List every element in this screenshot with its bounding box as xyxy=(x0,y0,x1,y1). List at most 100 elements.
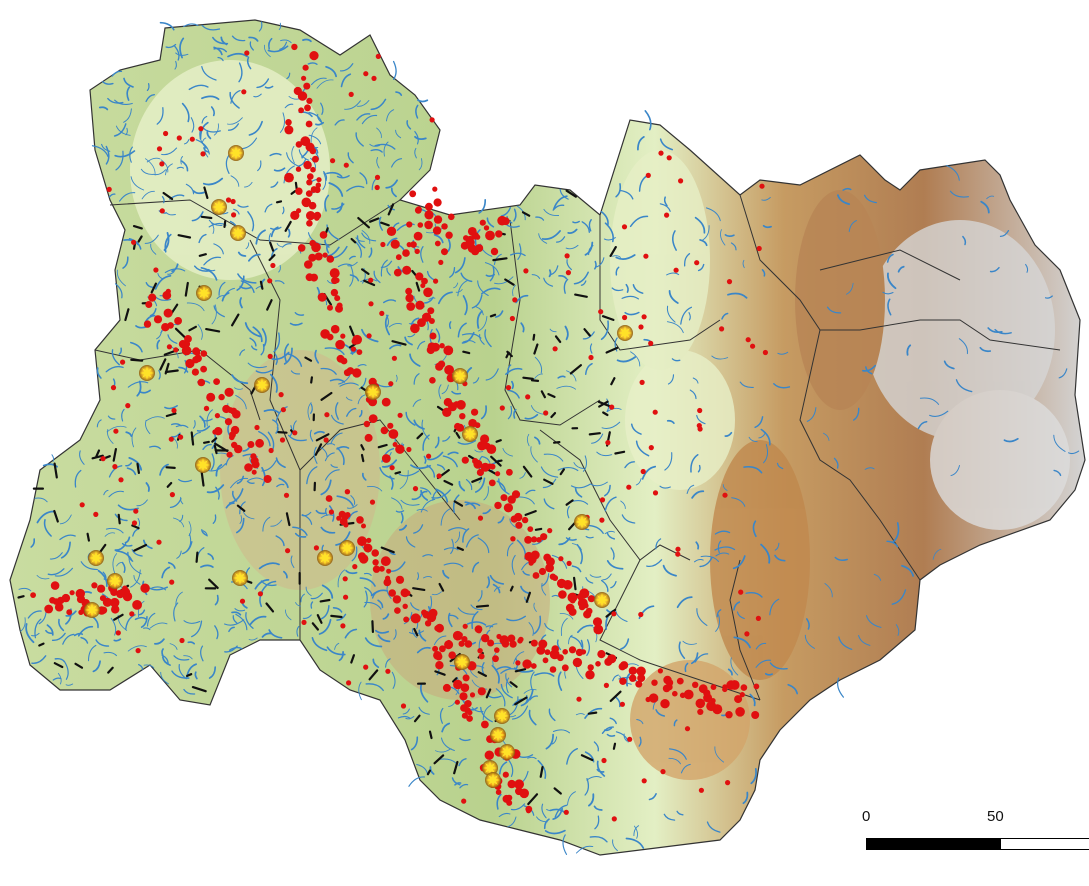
river-segment xyxy=(284,103,294,109)
star-marker xyxy=(211,199,227,215)
river-segment xyxy=(603,237,616,241)
river-segment xyxy=(236,275,245,291)
red-point xyxy=(330,288,339,297)
river-segment xyxy=(520,689,534,707)
river-segment xyxy=(739,381,754,389)
river-segment xyxy=(313,430,325,435)
river-segment xyxy=(246,480,255,484)
river-segment xyxy=(95,639,110,647)
river-segment xyxy=(363,590,368,608)
river-segment xyxy=(717,540,722,554)
red-point xyxy=(417,222,424,228)
river-segment xyxy=(308,134,322,145)
black-stream-segment xyxy=(509,585,514,592)
red-point xyxy=(599,517,605,523)
river-segment xyxy=(167,561,176,569)
river-segment xyxy=(507,816,517,828)
river-segment xyxy=(225,502,235,509)
river-segment xyxy=(197,323,203,340)
black-stream-segment xyxy=(53,462,58,479)
river-segment xyxy=(310,403,313,414)
red-point xyxy=(622,314,628,321)
black-stream-segment xyxy=(245,579,253,584)
river-segment xyxy=(121,542,133,547)
red-point xyxy=(446,639,452,646)
river-segment xyxy=(958,338,968,355)
red-point xyxy=(181,345,192,356)
river-segment xyxy=(534,436,541,445)
river-segment xyxy=(692,377,699,384)
river-segment xyxy=(283,165,295,184)
red-point xyxy=(324,412,330,418)
river-segment xyxy=(461,331,475,344)
black-stream-segment xyxy=(213,444,218,455)
red-point xyxy=(66,609,73,616)
red-point xyxy=(323,437,329,443)
river-segment xyxy=(161,196,165,204)
black-stream-segment xyxy=(477,671,487,678)
river-segment xyxy=(571,565,582,573)
red-point xyxy=(280,407,286,413)
river-segment xyxy=(614,609,628,622)
red-point xyxy=(490,247,499,256)
red-point xyxy=(226,451,233,458)
river-segment xyxy=(285,609,292,621)
river-segment xyxy=(161,654,169,664)
red-point xyxy=(120,359,126,365)
red-point xyxy=(391,355,397,361)
river-segment xyxy=(252,326,263,343)
star-marker xyxy=(228,145,244,161)
river-segment xyxy=(271,351,290,361)
red-point xyxy=(697,708,704,716)
red-point xyxy=(484,750,494,760)
red-point xyxy=(357,536,367,547)
river-segment xyxy=(126,86,131,101)
red-point xyxy=(369,499,376,505)
river-segment xyxy=(706,821,721,833)
red-point xyxy=(296,208,302,214)
red-point xyxy=(69,590,75,596)
river-segment xyxy=(386,585,392,599)
red-point xyxy=(443,345,454,356)
river-segment xyxy=(140,615,148,628)
star-marker xyxy=(452,368,468,384)
river-segment xyxy=(245,612,254,629)
red-point xyxy=(483,225,490,231)
river-segment xyxy=(475,306,484,316)
red-point xyxy=(307,173,314,180)
river-segment xyxy=(442,455,458,468)
river-segment xyxy=(154,638,165,645)
river-segment xyxy=(46,624,54,636)
black-stream-segment xyxy=(285,512,291,527)
river-segment xyxy=(368,247,373,258)
red-point xyxy=(756,245,762,252)
river-segment xyxy=(638,736,642,747)
river-segment xyxy=(570,483,592,489)
river-segment xyxy=(370,149,383,153)
star-marker xyxy=(594,592,610,608)
red-point xyxy=(153,267,159,273)
red-point xyxy=(676,677,684,685)
red-point xyxy=(467,227,477,236)
red-point xyxy=(295,187,303,195)
river-segment xyxy=(422,434,430,451)
river-segment xyxy=(438,384,442,399)
red-point xyxy=(306,179,313,186)
river-segment xyxy=(943,360,955,370)
river-segment xyxy=(234,387,243,390)
black-stream-segment xyxy=(514,668,527,673)
river-segment xyxy=(600,210,609,226)
red-point xyxy=(439,645,446,653)
black-stream-segment xyxy=(532,333,536,341)
river-segment xyxy=(558,275,568,280)
river-segment xyxy=(290,370,301,375)
river-segment xyxy=(415,104,419,119)
river-segment xyxy=(97,569,108,587)
river-segment xyxy=(326,243,330,254)
red-point xyxy=(334,295,341,302)
river-segment xyxy=(560,617,568,637)
river-segment xyxy=(601,726,615,735)
river-segment xyxy=(987,327,1003,334)
red-point xyxy=(423,287,433,298)
black-stream-segment xyxy=(190,431,195,446)
